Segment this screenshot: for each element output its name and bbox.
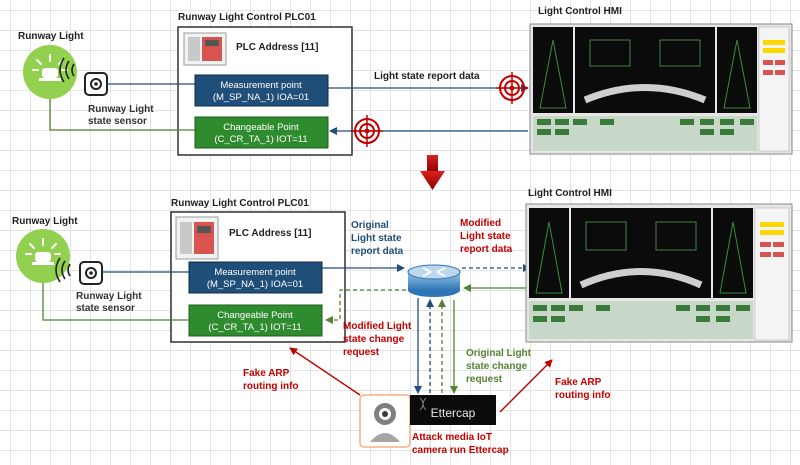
attack-label-2: camera run Ettercap: [412, 445, 509, 456]
fake-arp-right-label-1: Fake ARP: [555, 377, 602, 388]
target-icon: [351, 115, 383, 147]
fake-arp-left-label-2: routing info: [243, 381, 299, 392]
changeable-to-light-line: [49, 99, 195, 131]
plc-device-icon: [183, 32, 227, 66]
sensor-label-line1: Runway Light: [76, 291, 142, 302]
bottom-section: Runway Light Runway Light state sensor R…: [12, 188, 793, 456]
plc-title: Runway Light Control PLC01: [171, 198, 309, 209]
light-sensor-icon: [55, 257, 103, 285]
fake-arp-right-arrow: [499, 359, 553, 413]
measurement-point-line2: (M_SP_NA_1) IOA=01: [207, 279, 303, 290]
changeable-point-box: [188, 304, 323, 337]
ettercap-text: Ettercap: [431, 406, 476, 420]
modified-change-label-1: Modified Light: [343, 321, 412, 332]
runway-light-label: Runway Light: [12, 216, 78, 227]
plc-device-icon: [175, 216, 219, 260]
changeable-point-box: [194, 116, 329, 149]
measurement-point-line1: Measurement point: [220, 80, 302, 91]
attack-label-1: Attack media IoT: [412, 432, 492, 443]
router-icon: [407, 264, 461, 297]
measurement-point-box: [188, 261, 323, 294]
hmi-title: Light Control HMI: [528, 188, 612, 199]
changeable-point-line1: Changeable Point: [217, 310, 293, 321]
fake-arp-right-label-2: routing info: [555, 390, 611, 401]
modified-report-label-1: Modified: [460, 218, 501, 229]
plc-address: PLC Address [11]: [229, 228, 311, 239]
changeable-point-line2: (C_CR_TA_1) IOT=11: [214, 134, 307, 145]
transition-down-arrow: [420, 155, 445, 190]
fake-arp-left-label-1: Fake ARP: [243, 368, 290, 379]
changeable-point-line1: Changeable Point: [223, 122, 299, 133]
fake-arp-left-arrow: [289, 347, 361, 396]
original-change-label-1: Original Light: [466, 348, 532, 359]
light-sensor-icon: [59, 57, 108, 96]
target-icon: [496, 72, 528, 104]
modified-report-label-2: Light state: [460, 231, 511, 242]
changeable-to-light-line: [42, 283, 189, 321]
modified-change-label-2: state change: [343, 334, 405, 345]
ettercap-logo: Ettercap: [410, 395, 496, 425]
runway-light-icon: [23, 45, 77, 99]
top-section: Runway Light Runway Light state sensor R…: [18, 6, 793, 156]
original-change-label-2: state change: [466, 361, 528, 372]
runway-light-icon: [16, 229, 70, 283]
hmi-screen-thumbnail: [529, 23, 793, 155]
measurement-point-box: [194, 74, 329, 107]
modified-change-arrow: [325, 289, 406, 324]
modified-change-label-3: request: [343, 347, 380, 358]
plc-title: Runway Light Control PLC01: [178, 12, 316, 23]
sensor-label-line2: state sensor: [88, 116, 147, 127]
original-report-label-1: Original: [351, 220, 389, 231]
sensor-label-line1: Runway Light: [88, 104, 154, 115]
runway-light-label: Runway Light: [18, 31, 84, 42]
hmi-title: Light Control HMI: [538, 6, 622, 17]
measurement-point-line2: (M_SP_NA_1) IOA=01: [213, 92, 309, 103]
modified-report-label-3: report data: [460, 244, 513, 255]
report-data-label: Light state report data: [374, 71, 480, 82]
sensor-label-line2: state sensor: [76, 303, 135, 314]
plc-address: PLC Address [11]: [236, 42, 318, 53]
measurement-point-line1: Measurement point: [214, 267, 296, 278]
hmi-screen-thumbnail: [525, 203, 793, 343]
iot-camera-icon: [359, 394, 411, 448]
original-report-label-3: report data: [351, 246, 404, 257]
changeable-point-line2: (C_CR_TA_1) IOT=11: [208, 322, 301, 333]
original-report-label-2: Light state: [351, 233, 402, 244]
original-change-label-3: request: [466, 374, 503, 385]
